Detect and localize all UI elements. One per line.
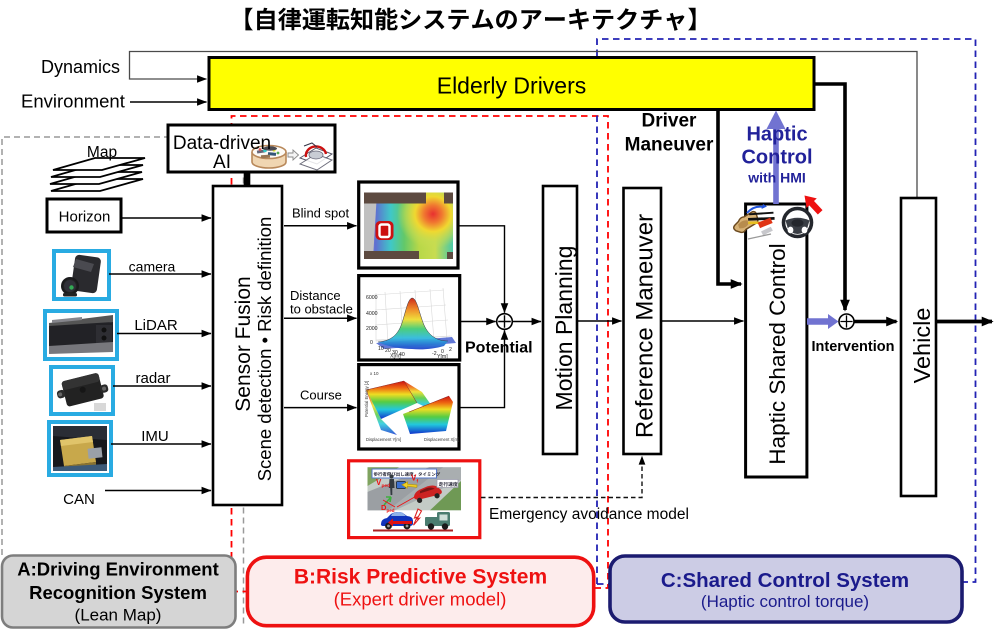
svg-text:V: V	[376, 478, 382, 487]
svg-text:X[m]: X[m]	[390, 354, 401, 360]
svg-text:Sensor Fusion: Sensor Fusion	[232, 276, 255, 411]
svg-text:C:Shared Control System: C:Shared Control System	[661, 569, 909, 592]
svg-text:Driver: Driver	[642, 111, 698, 132]
svg-text:V: V	[411, 474, 417, 483]
svg-text:IMU: IMU	[141, 428, 169, 445]
svg-text:Recognition System: Recognition System	[29, 582, 207, 603]
svg-text:Potential Energy [J]: Potential Energy [J]	[364, 381, 369, 417]
svg-text:Distance: Distance	[290, 288, 341, 303]
svg-text:D: D	[381, 503, 387, 512]
svg-text:2: 2	[449, 347, 452, 353]
svg-text:Potential: Potential	[465, 340, 533, 357]
svg-text:Data-driven: Data-driven	[173, 133, 271, 154]
svg-text:Environment: Environment	[21, 90, 125, 111]
svg-text:Course: Course	[300, 388, 342, 403]
svg-text:f: f	[417, 479, 419, 485]
svg-text:Elderly Drivers: Elderly Drivers	[437, 72, 587, 98]
svg-text:Vehicle: Vehicle	[909, 308, 935, 384]
svg-text:CAN: CAN	[63, 491, 95, 508]
svg-text:20: 20	[385, 348, 391, 354]
svg-text:(Lean Map): (Lean Map)	[75, 606, 162, 625]
svg-text:A:Driving Environment: A:Driving Environment	[17, 559, 218, 580]
svg-text:30: 30	[392, 350, 398, 356]
svg-text:4000: 4000	[366, 311, 378, 317]
svg-text:6000: 6000	[366, 295, 378, 301]
svg-text:x 10: x 10	[370, 371, 379, 376]
svg-text:with HMI: with HMI	[747, 169, 806, 185]
svg-text:Haptic: Haptic	[746, 124, 807, 146]
svg-text:Displacement X[m]: Displacement X[m]	[424, 437, 459, 442]
svg-text:Y[m]: Y[m]	[437, 354, 448, 360]
svg-text:ped: ped	[387, 508, 395, 513]
svg-text:Scene detection • Risk definit: Scene detection • Risk definition	[254, 217, 275, 482]
svg-text:Haptic Shared Control: Haptic Shared Control	[765, 243, 790, 464]
svg-text:Dynamics: Dynamics	[41, 57, 120, 77]
svg-text:2000: 2000	[366, 326, 378, 332]
svg-text:Map: Map	[87, 144, 117, 161]
svg-text:B:Risk Predictive System: B:Risk Predictive System	[294, 566, 547, 589]
svg-text:0: 0	[441, 349, 444, 355]
svg-text:-2: -2	[432, 351, 437, 357]
svg-text:to obstacle: to obstacle	[290, 302, 353, 317]
svg-text:camera: camera	[129, 259, 176, 275]
svg-text:Blind spot: Blind spot	[292, 206, 349, 221]
svg-text:Horizon: Horizon	[59, 209, 111, 226]
svg-text:0: 0	[370, 340, 373, 346]
svg-text:LiDAR: LiDAR	[134, 317, 178, 334]
svg-text:(Haptic control torque): (Haptic control torque)	[701, 592, 869, 611]
svg-text:AI: AI	[213, 152, 231, 173]
svg-text:Emergency avoidance model: Emergency avoidance model	[489, 506, 689, 523]
svg-text:10: 10	[378, 346, 384, 352]
svg-text:Control: Control	[741, 146, 812, 168]
svg-text:Motion Planning: Motion Planning	[551, 246, 577, 411]
svg-text:Reference Maneuver: Reference Maneuver	[632, 214, 659, 438]
svg-text:radar: radar	[135, 370, 170, 387]
svg-text:Intervention: Intervention	[812, 339, 895, 355]
svg-text:ped: ped	[382, 483, 391, 489]
svg-text:40: 40	[399, 352, 405, 358]
svg-text:Maneuver: Maneuver	[625, 134, 714, 155]
svg-text:(Expert driver model): (Expert driver model)	[334, 589, 507, 610]
svg-text:Displacement Y[m]: Displacement Y[m]	[366, 437, 401, 442]
